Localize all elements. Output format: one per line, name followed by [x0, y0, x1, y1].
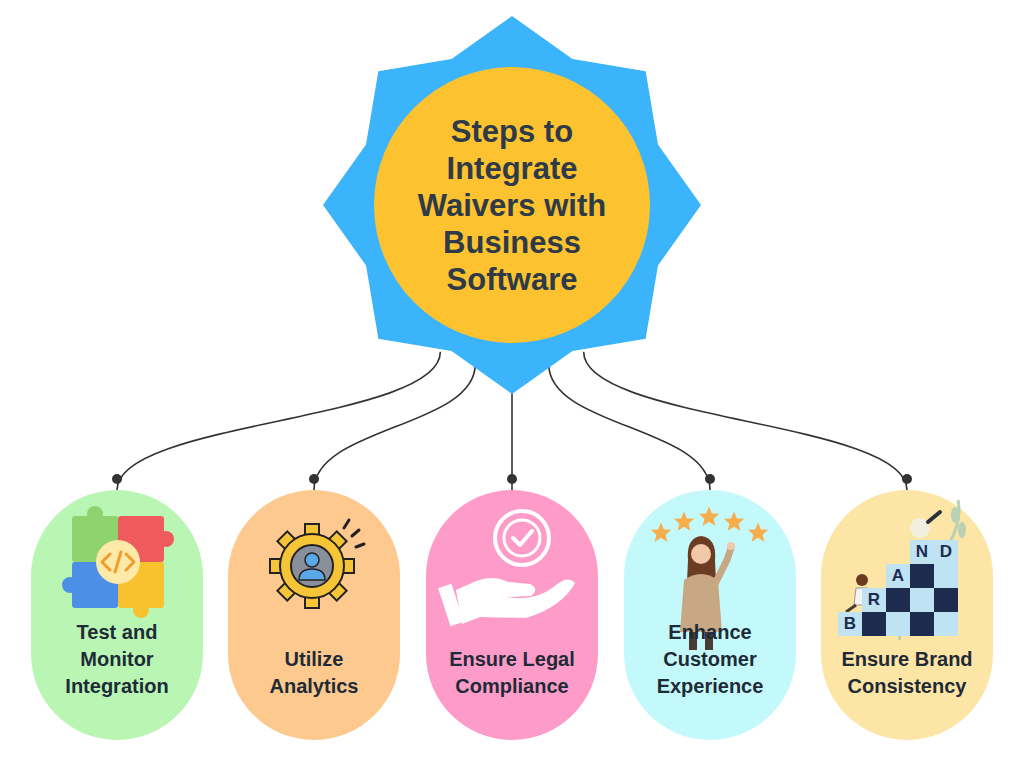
- block-letter: R: [862, 588, 886, 612]
- brand-block: [886, 564, 910, 588]
- connector-curve: [549, 364, 710, 490]
- brand-blocks-icon: [838, 500, 966, 640]
- brand-block: [910, 564, 934, 588]
- block-letter-holder: N: [910, 540, 934, 564]
- step-label: Utilize Analytics: [239, 646, 389, 700]
- brand-block: [934, 564, 958, 588]
- brand-block: [910, 588, 934, 612]
- analytics-gear-icon: [270, 520, 364, 608]
- connector-curve: [314, 364, 475, 490]
- brand-block: [934, 588, 958, 612]
- brand-block: [910, 540, 934, 564]
- block-letter: N: [910, 540, 934, 564]
- connector-dot: [309, 474, 319, 484]
- step-pill: Ensure Legal Compliance: [426, 490, 598, 740]
- step-label: Ensure Brand Consistency: [832, 646, 982, 700]
- step-label: Ensure Legal Compliance: [437, 646, 587, 700]
- brand-block: [886, 612, 910, 636]
- compliance-hand-icon: [438, 511, 575, 626]
- connector-dot: [902, 474, 912, 484]
- block-letter-holder: D: [934, 540, 958, 564]
- brand-block: [934, 540, 958, 564]
- block-letter-holder: A: [886, 564, 910, 588]
- brand-block: [934, 612, 958, 636]
- block-letter-holder: R: [862, 588, 886, 612]
- brand-block: [862, 612, 886, 636]
- hub-title: Steps to Integrate Waivers with Business…: [401, 113, 623, 298]
- brand-block: [886, 588, 910, 612]
- star-outline: [323, 16, 701, 394]
- step-pill: Test and Monitor Integration: [31, 490, 203, 740]
- block-letter: B: [838, 612, 862, 636]
- block-letter: A: [886, 564, 910, 588]
- block-letter-holder: B: [838, 612, 862, 636]
- connector-dot: [112, 474, 122, 484]
- connector-dot: [705, 474, 715, 484]
- connector-curve: [117, 352, 440, 490]
- brand-block: [862, 588, 886, 612]
- hub-star: Steps to Integrate Waivers with Business…: [322, 15, 702, 395]
- step-pill: Utilize Analytics: [228, 490, 400, 740]
- step-label: Test and Monitor Integration: [42, 619, 192, 700]
- step-label: Enhance Customer Experience: [635, 619, 785, 700]
- brand-block: [910, 612, 934, 636]
- brand-block: [838, 612, 862, 636]
- customer-icon: [651, 507, 768, 650]
- connector-dot: [507, 474, 517, 484]
- puzzle-icon: [62, 506, 174, 618]
- step-pill: Enhance Customer Experience: [624, 490, 796, 740]
- block-letter: D: [934, 540, 958, 564]
- connector-curve: [584, 352, 907, 490]
- title-circle: [374, 67, 650, 343]
